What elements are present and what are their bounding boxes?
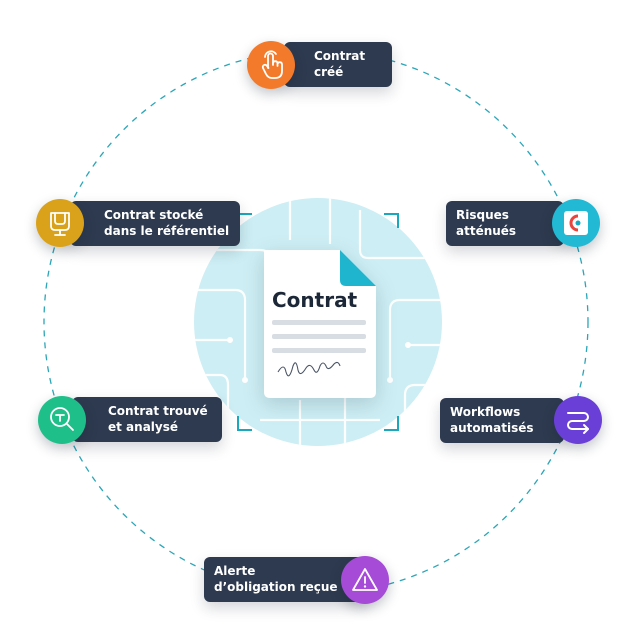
hand-pointer-icon xyxy=(247,41,295,89)
document-title: Contrat xyxy=(272,288,358,312)
step-label-created: Contrat créé xyxy=(284,42,392,87)
step-label-line: d’obligation reçue xyxy=(214,580,338,594)
step-label-risks: Risques atténués xyxy=(446,201,564,246)
step-label-stored: Contrat stocké dans le référentiel xyxy=(70,201,240,246)
step-label-workflows: Workflows automatisés xyxy=(440,398,564,443)
step-label-line: Contrat stocké xyxy=(104,208,204,222)
signature-mark xyxy=(277,361,341,377)
step-label-line: atténués xyxy=(456,224,517,238)
step-label-line: automatisés xyxy=(450,421,534,435)
step-label-line: Workflows xyxy=(450,405,521,419)
step-label-line: Alerte xyxy=(214,564,256,578)
repository-icon xyxy=(36,199,84,247)
step-label-line: dans le référentiel xyxy=(104,224,230,238)
shield-eye-icon xyxy=(552,199,600,247)
step-label-line: Contrat xyxy=(314,49,366,63)
step-label-line: créé xyxy=(314,65,344,79)
step-label-alert: Alerte d’obligation reçue xyxy=(204,557,364,602)
step-label-line: Contrat trouvé xyxy=(108,404,208,418)
warning-triangle-icon xyxy=(341,556,389,604)
magnifier-icon xyxy=(38,396,86,444)
workflow-arrow-icon xyxy=(554,396,602,444)
step-label-found: Contrat trouvé et analysé xyxy=(72,397,222,442)
step-label-line: Risques xyxy=(456,208,509,222)
step-label-line: et analysé xyxy=(108,420,179,434)
